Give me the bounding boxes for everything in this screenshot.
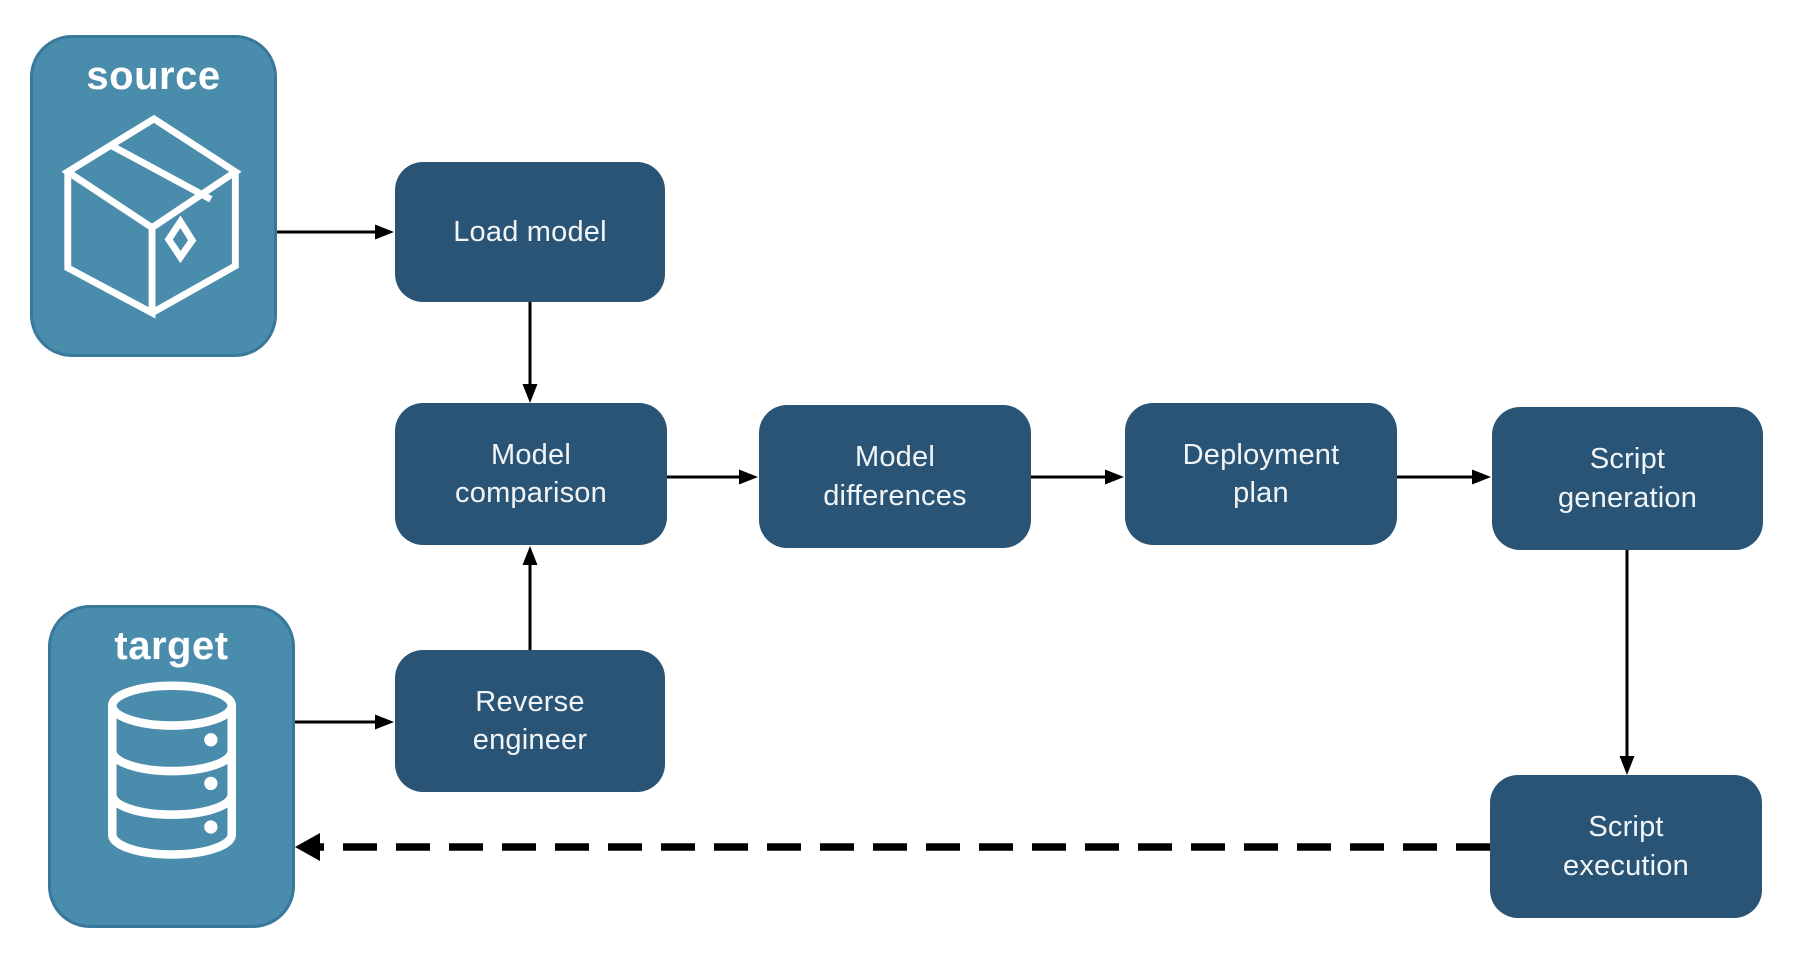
script-generation-label: Script generation <box>1557 443 1698 514</box>
arrow-model-comparison-to-model-differences <box>667 469 758 485</box>
node-target: target <box>48 605 295 928</box>
deployment-plan-label: Deployment plan <box>1182 438 1340 509</box>
database-icon <box>107 681 236 859</box>
arrow-source-to-load-model <box>277 224 394 240</box>
package-icon <box>60 114 242 319</box>
arrow-script-generation-to-script-execution <box>1619 550 1635 775</box>
node-script-generation: Script generation <box>1492 407 1763 550</box>
node-source: source <box>30 35 277 357</box>
node-load-model: Load model <box>395 162 665 302</box>
arrow-target-to-reverse-engineer <box>295 714 394 730</box>
node-script-execution: Script execution <box>1490 775 1762 918</box>
model-differences-label: Model differences <box>823 441 967 512</box>
node-model-differences: Model differences <box>759 405 1031 548</box>
arrow-load-model-to-model-comparison <box>522 302 538 403</box>
script-execution-label: Script execution <box>1563 811 1689 882</box>
model-comparison-label: Model comparison <box>455 438 607 509</box>
arrow-script-execution-to-target <box>295 833 1490 861</box>
arrow-deployment-plan-to-script-generation <box>1397 469 1491 485</box>
arrow-reverse-engineer-to-model-comparison <box>522 546 538 650</box>
load-model-label: Load model <box>453 215 607 248</box>
node-reverse-engineer: Reverse engineer <box>395 650 665 792</box>
target-label: target <box>114 624 229 668</box>
arrow-model-differences-to-deployment-plan <box>1031 469 1124 485</box>
node-model-comparison: Model comparison <box>395 403 667 545</box>
node-deployment-plan: Deployment plan <box>1125 403 1397 545</box>
reverse-engineer-label: Reverse engineer <box>472 685 588 756</box>
source-label: source <box>86 54 221 98</box>
